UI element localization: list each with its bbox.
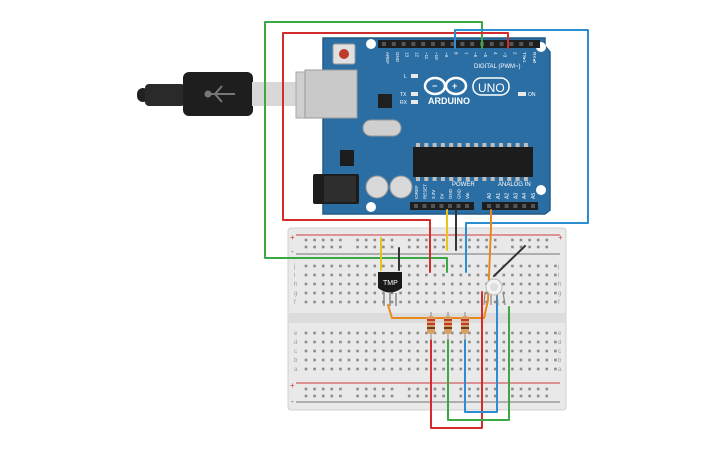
- resistor: [444, 312, 452, 340]
- analog-header-label: ANALOG IN: [498, 182, 531, 188]
- wires: [264, 21, 589, 429]
- rail-minus-label: -: [291, 247, 294, 256]
- row-letter: d: [294, 340, 297, 346]
- usb-cable: [137, 71, 321, 119]
- rail-minus-label-bottom: -: [291, 397, 294, 406]
- resistor: [461, 312, 469, 340]
- analog-pin-label: A3: [513, 193, 519, 199]
- analog-pin-label: A5: [531, 193, 537, 199]
- analog-pin-label: A4: [522, 193, 528, 199]
- row-letter: a: [294, 367, 298, 373]
- row-letter: j: [557, 264, 559, 270]
- digital-pin-label: ~6: [473, 52, 478, 58]
- row-letter: a: [558, 367, 562, 373]
- row-letter: i: [294, 273, 295, 279]
- row-letter: f: [294, 300, 296, 306]
- digital-pin-label: GND: [395, 52, 400, 63]
- led-l-label: L: [404, 74, 407, 80]
- row-letter: b: [294, 358, 298, 364]
- wire-red-top: [282, 32, 509, 273]
- digital-pin-label: 8: [454, 52, 459, 55]
- row-letter: h: [558, 282, 561, 288]
- arduino-logo-text: ARDUINO: [428, 96, 470, 106]
- rgb-led: [483, 278, 506, 306]
- analog-pin-label: A1: [496, 193, 502, 199]
- on-led-label: ON: [528, 92, 536, 98]
- led-rx-label: RX: [400, 100, 408, 106]
- power-pin-label: IOREF: [414, 185, 419, 199]
- wire-green-bottom: [447, 306, 510, 421]
- power-pin-label: GND: [457, 188, 462, 199]
- usb-symbol-icon: [204, 85, 235, 103]
- row-letter: i: [558, 273, 559, 279]
- power-pin-label: Vin: [465, 192, 470, 199]
- usb-port: [304, 69, 358, 119]
- led-tx-label: TX: [400, 92, 407, 98]
- row-letter: j: [293, 264, 295, 270]
- digital-header: [378, 40, 540, 48]
- power-pin-label: GND: [448, 188, 453, 199]
- board-model: UNO: [478, 81, 505, 95]
- analog-header: [482, 202, 538, 210]
- rail-plus-label-bottom: +: [290, 381, 295, 390]
- digital-header-label: DIGITAL (PWM~): [474, 64, 521, 70]
- power-pin-label: 5V: [440, 193, 445, 199]
- arduino-board: − + ARDUINO UNO L TX RX ON AREF GND 13 12 ~1…: [304, 37, 551, 215]
- analog-pin-label: A0: [487, 193, 493, 199]
- wire-blue-top: [454, 29, 589, 273]
- resistor: [427, 312, 435, 340]
- rail-plus-label: +: [290, 233, 295, 242]
- row-letter: g: [558, 291, 561, 297]
- digital-pin-label: 4: [493, 52, 498, 55]
- digital-pin-label: ~11: [424, 52, 429, 60]
- digital-pin-label: ~3: [503, 52, 508, 58]
- temperature-sensor: TMP: [378, 272, 402, 306]
- wire-blue-bottom: [464, 295, 498, 413]
- digital-pin-label: ~5: [483, 52, 488, 58]
- digital-pin-label: ~9: [444, 52, 449, 58]
- power-pin-label: RESET: [423, 184, 428, 199]
- svg-text:−: −: [432, 81, 437, 91]
- wire-black-rgb: [493, 245, 526, 277]
- arduino-logo: − + ARDUINO UNO: [423, 76, 510, 106]
- row-letter: f: [558, 300, 560, 306]
- row-letter: c: [558, 349, 561, 355]
- digital-pin-label: 2: [512, 52, 517, 55]
- row-letter: d: [558, 340, 561, 346]
- wire-green-top: [264, 21, 483, 273]
- row-letter: e: [294, 331, 298, 337]
- digital-pin-label: 13: [405, 52, 410, 58]
- wire-orange-a0: [387, 209, 492, 319]
- digital-pin-label: RX◂0: [532, 52, 537, 64]
- row-letter: e: [558, 331, 562, 337]
- power-header-label: POWER: [452, 182, 475, 188]
- capacitor: [365, 175, 389, 199]
- analog-pin-label: A2: [505, 193, 511, 199]
- rail-plus-label-right: +: [558, 233, 563, 242]
- digital-pin-label: 7: [463, 52, 468, 55]
- row-letter: c: [294, 349, 297, 355]
- capacitor: [389, 175, 413, 199]
- resistors: [427, 312, 469, 340]
- digital-pin-label: ~10: [434, 52, 439, 60]
- digital-pin-label: TX▸1: [522, 52, 527, 63]
- wire-red-bottom: [430, 291, 483, 429]
- row-letter: b: [558, 358, 562, 364]
- status-leds: L TX RX ON: [400, 74, 536, 106]
- microcontroller-chip: [413, 143, 533, 181]
- power-pin-label: 3.3V: [431, 190, 436, 199]
- digital-pin-label: AREF: [385, 52, 390, 64]
- svg-text:+: +: [452, 81, 457, 91]
- row-letter: h: [294, 282, 297, 288]
- sensor-label: TMP: [383, 280, 398, 287]
- digital-pin-label: 12: [414, 52, 419, 58]
- row-letter: g: [294, 291, 297, 297]
